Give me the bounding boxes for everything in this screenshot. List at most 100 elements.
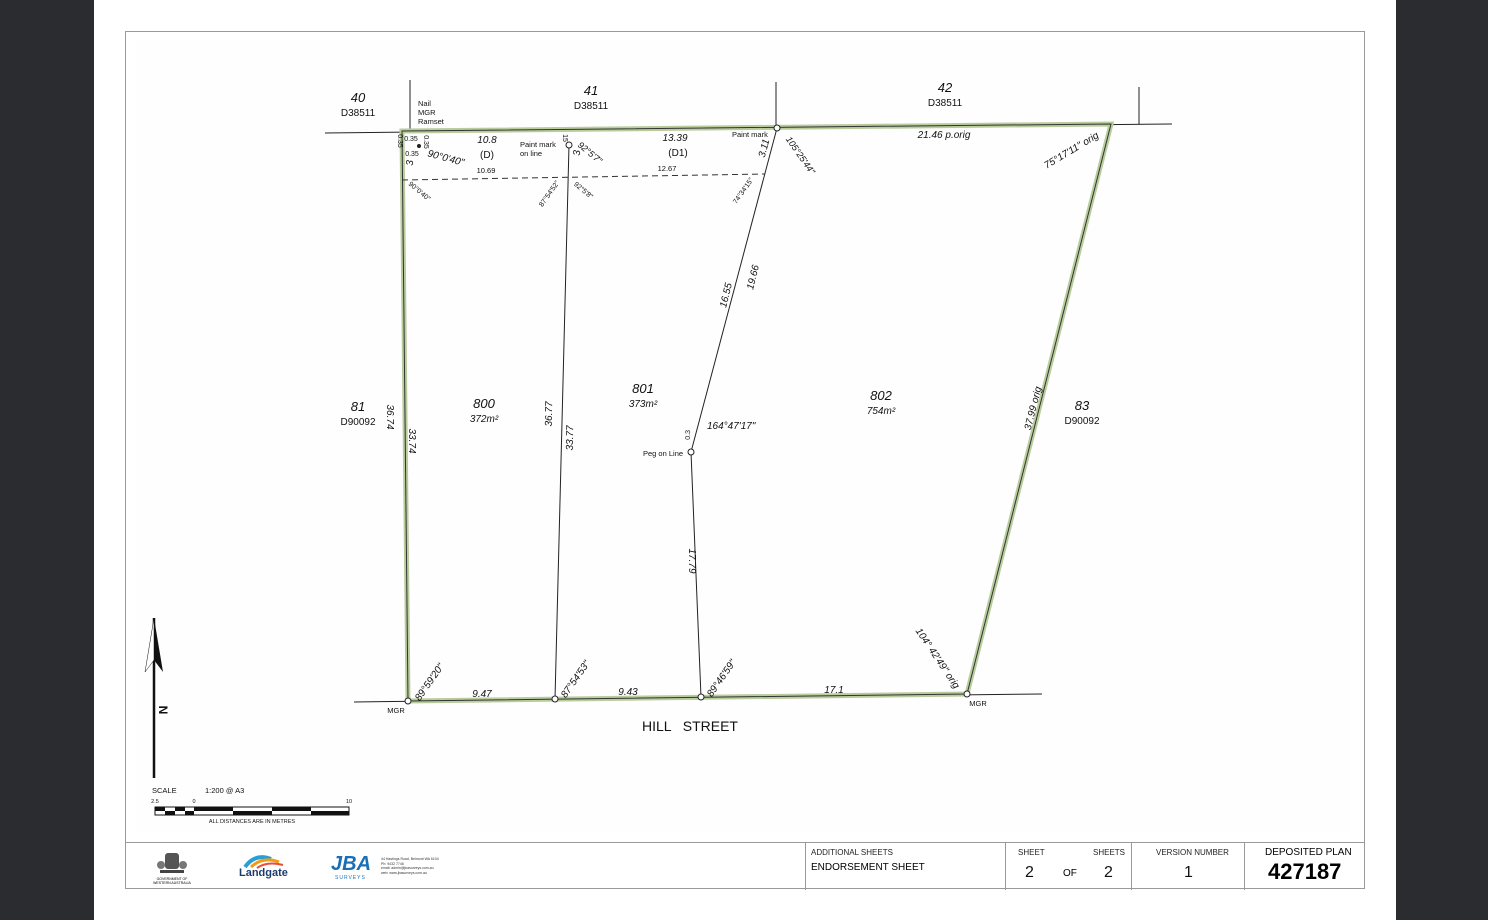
nail-label-line1: Nail (418, 99, 431, 108)
scale-tick-zero: 0 (192, 799, 195, 805)
deposited-plan-cell: DEPOSITED PLAN 427187 (1244, 843, 1365, 890)
nail-label-line2: MGR (418, 108, 436, 117)
dist-36-77: 36.77 (544, 401, 555, 427)
scale-ratio: 1:200 @ A3 (205, 786, 244, 795)
of-label: OF (1063, 868, 1077, 879)
dist-12-67: 12.67 (658, 164, 677, 173)
easement-d: (D) (480, 150, 494, 161)
dist-0-15: 15 (561, 134, 568, 142)
paint-mark-label-line1: Paint mark (520, 140, 556, 149)
dist-3-11: 3.11 (757, 138, 772, 159)
lot-801-number: 801 (632, 381, 654, 396)
dist-0-35-b: 0.35 (404, 136, 418, 143)
scale-note: ALL DISTANCES ARE IN METRES (209, 819, 296, 825)
dist-3-left: 3 (405, 160, 416, 166)
paint-mark-circle (565, 141, 573, 149)
lot-83-plan: D90092 (1064, 416, 1099, 427)
corner-circle (551, 695, 559, 703)
lot-802-number: 802 (870, 388, 892, 403)
plan-frame (125, 31, 1365, 889)
version-cell: VERSION NUMBER 1 (1131, 843, 1244, 890)
easement-line (401, 173, 766, 181)
corner-circle (697, 693, 705, 701)
mgr-label-right: MGR (969, 699, 987, 708)
dist-0-35-a: 0.35 (396, 134, 403, 148)
dist-0-35-d: 0.35 (405, 151, 419, 158)
additional-sheets-label: ADDITIONAL SHEETS (811, 848, 893, 857)
scale-tick-right: 10 (346, 799, 352, 805)
peg-label: Peg on Line (643, 449, 683, 458)
dist-33-74: 33.74 (406, 428, 417, 453)
additional-sheets-value: ENDORSEMENT SHEET (811, 862, 925, 873)
deposited-plan-number: 427187 (1268, 859, 1342, 884)
mgr-label-left: MGR (387, 706, 405, 715)
nail-label-line3: Ramset (418, 117, 445, 126)
mgr-circle (963, 690, 971, 698)
landgate-swoosh-icon (243, 855, 284, 869)
dist-36-74: 36.74 (384, 404, 395, 429)
dist-13-39: 13.39 (662, 133, 687, 144)
lot-800-number: 800 (473, 396, 495, 411)
scale-label: SCALE (152, 786, 177, 795)
sheet-label: SHEET (1018, 848, 1045, 857)
deposited-plan-label: DEPOSITED PLAN (1265, 847, 1352, 858)
paint-mark-label: Paint mark (732, 130, 768, 139)
address-line: web: www.jbasurveys.com.au (381, 870, 427, 875)
sheets-label: SHEETS (1093, 848, 1126, 857)
scale-bar (154, 806, 350, 816)
lot-40-number: 40 (351, 90, 366, 105)
north-arrow-icon (144, 617, 163, 778)
scale-tick-left: 2.5 (151, 799, 159, 805)
lot-800-area: 372m² (470, 414, 499, 425)
dist-33-77: 33.77 (565, 425, 576, 451)
dist-9-47: 9.47 (472, 689, 492, 700)
lot-42-number: 42 (938, 80, 953, 95)
mgr-circle (404, 697, 412, 705)
version-value: 1 (1184, 864, 1193, 881)
landgate-wordmark: Landgate (239, 867, 288, 879)
gov-line2: WESTERN AUSTRALIA (153, 881, 191, 885)
paint-mark-label-line2: on line (520, 149, 542, 158)
dist-9-43: 9.43 (618, 687, 638, 698)
title-block: GOVERNMENT OF WESTERN AUSTRALIA Landgate… (125, 842, 1365, 890)
gov-line1: GOVERNMENT OF (156, 877, 188, 881)
peg-circle (687, 448, 695, 456)
bearing-164-47-17: 164°47'17" (707, 421, 756, 432)
additional-sheets-cell: ADDITIONAL SHEETS ENDORSEMENT SHEET (805, 843, 1005, 890)
address-line: email: admin@jbasurveys.com.au (381, 866, 434, 870)
lot-81-plan: D90092 (340, 417, 375, 428)
lot-802-area: 754m² (867, 406, 896, 417)
landgate-logo: Landgate (237, 853, 288, 885)
survey-plan-drawing: 40 D38511 41 D38511 42 D38511 81 D90092 … (135, 41, 1350, 831)
sheets-value: 2 (1104, 864, 1113, 881)
lot-line-800-801 (554, 144, 570, 700)
dist-0-3: 0.3 (685, 430, 692, 440)
dist-17-79: 17.79 (686, 548, 697, 573)
sheet-count-cell: SHEET SHEETS 2 OF 2 (1005, 843, 1131, 890)
lot-41-plan: D38511 (574, 101, 609, 112)
dist-0-35-c: 0.35 (422, 135, 429, 149)
sheet-value: 2 (1025, 864, 1034, 881)
lot-40-plan: D38511 (341, 108, 376, 119)
jba-logo: JBA SURVEYS (331, 853, 379, 883)
lot-line-801-802-upper (690, 127, 778, 453)
lot-41-number: 41 (584, 83, 598, 98)
jba-wordmark: JBA (331, 853, 372, 875)
lot-line-801-802-lower (690, 451, 702, 698)
north-label: N (156, 706, 170, 715)
dist-10-8: 10.8 (477, 135, 497, 146)
lot-83-number: 83 (1075, 398, 1090, 413)
dist-21-46: 21.46 p.orig (917, 130, 971, 141)
dist-17-1: 17.1 (824, 685, 843, 696)
lot-81-number: 81 (351, 399, 365, 414)
plan-area (135, 41, 1350, 831)
jba-subtitle: SURVEYS (335, 875, 366, 881)
paint-mark-circle (773, 124, 781, 132)
lot-801-area: 373m² (629, 399, 658, 410)
lot-42-plan: D38511 (928, 98, 963, 109)
dist-3-mid: 3 (572, 150, 583, 156)
version-label: VERSION NUMBER (1156, 848, 1229, 857)
dist-10-69: 10.69 (477, 166, 496, 175)
address-line: Ph: 9432 7746 (381, 861, 404, 866)
jba-address: 44 Hastings Road, Belmont WA 6104 Ph: 94… (381, 857, 439, 875)
